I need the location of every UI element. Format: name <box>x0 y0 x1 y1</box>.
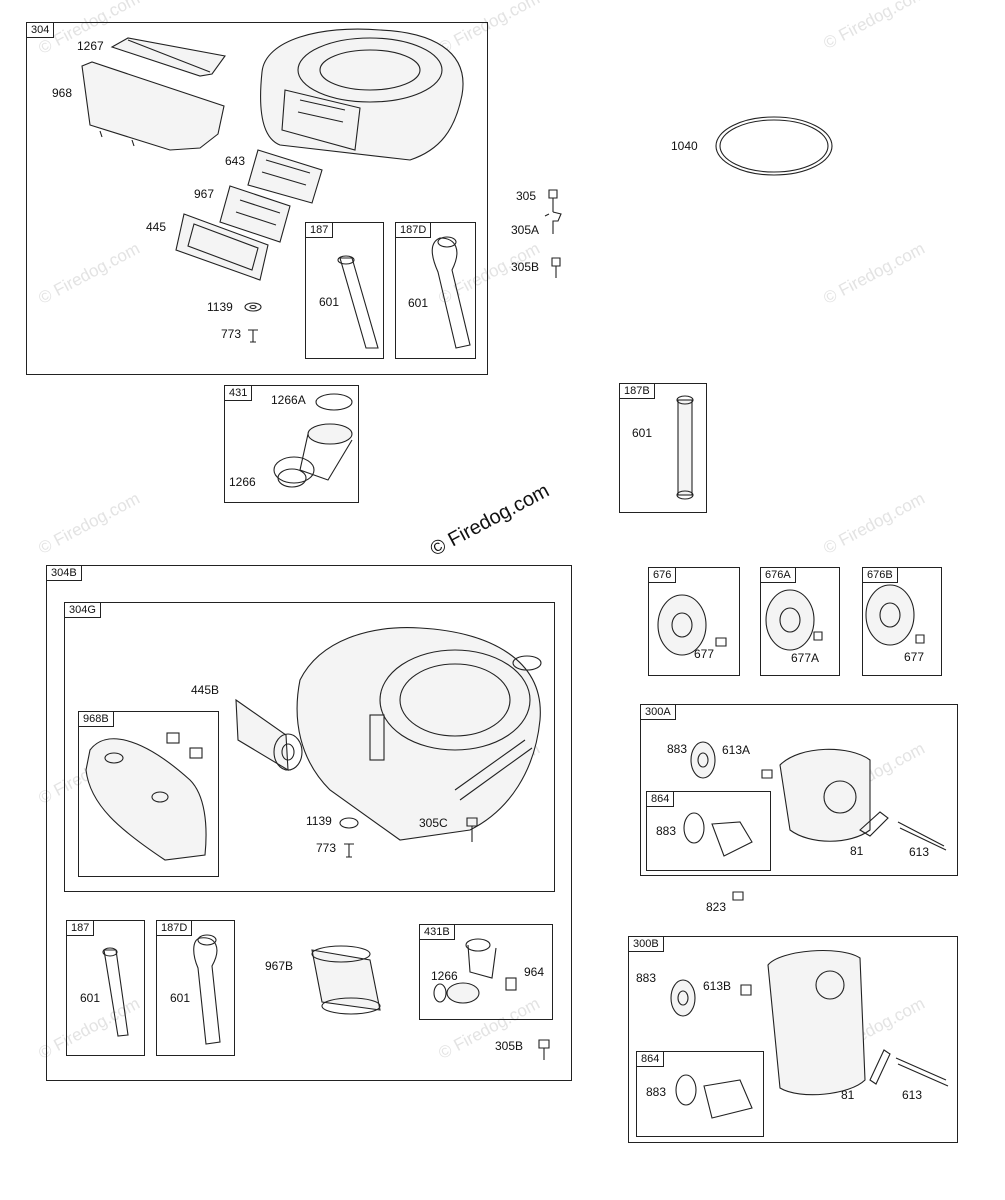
group-tag: 187D <box>395 222 432 238</box>
group-304g: 304G <box>64 602 555 892</box>
part-label: 445 <box>146 220 167 234</box>
part-label: 305C <box>419 816 448 830</box>
group-300a: 300A <box>640 704 958 876</box>
ring-1040 <box>715 116 833 176</box>
group-tag: 187B <box>619 383 655 399</box>
part-label: 967 <box>194 187 215 201</box>
group-tag: 187 <box>305 222 334 238</box>
part-label: 305 <box>516 189 537 203</box>
part-445 <box>175 213 269 281</box>
part-643 <box>247 149 323 204</box>
part-967 <box>219 185 291 243</box>
group-304b: 304B <box>46 565 572 1081</box>
elbow-431b <box>433 938 517 1004</box>
part-label: 677 <box>904 650 925 664</box>
part-label: 613B <box>703 979 732 993</box>
part-label: 643 <box>225 154 246 168</box>
part-label: 601 <box>632 426 653 440</box>
group-tag: 676A <box>760 567 796 583</box>
group-tag: 304G <box>64 602 101 618</box>
part-label: 773 <box>316 841 337 855</box>
tube-187b <box>676 395 694 500</box>
part-label: 81 <box>841 1088 855 1102</box>
group-tag: 187D <box>156 920 193 936</box>
part-label: 1266 <box>229 475 256 489</box>
part-label: 883 <box>646 1085 667 1099</box>
part-label: 305A <box>511 223 540 237</box>
part-label: 601 <box>319 295 340 309</box>
cover-968b <box>85 732 207 861</box>
part-label: 305B <box>495 1039 524 1053</box>
part-label: 967B <box>265 959 294 973</box>
group-tag: 431B <box>419 924 455 940</box>
group-tag: 304B <box>46 565 82 581</box>
group-tag: 304 <box>26 22 55 38</box>
filter-445b <box>235 698 303 772</box>
part-label: 883 <box>667 742 688 756</box>
tube-187 <box>337 255 379 349</box>
part-label: 305B <box>511 260 540 274</box>
group-187b: 187B <box>619 383 707 513</box>
part-label: 883 <box>656 824 677 838</box>
part-label: 1266A <box>271 393 306 407</box>
part-label: 823 <box>706 900 727 914</box>
muffler-300a <box>683 741 947 901</box>
part-label: 773 <box>221 327 242 341</box>
elbow-431 <box>273 393 353 488</box>
screen-cover-1267 <box>110 37 226 77</box>
group-tag: 431 <box>224 385 253 401</box>
tube-187d <box>431 236 471 349</box>
filter-967b <box>311 945 381 1015</box>
part-label: 613A <box>722 743 751 757</box>
group-tag: 968B <box>78 711 114 727</box>
part-label: 968 <box>52 86 73 100</box>
part-label: 677 <box>694 647 715 661</box>
heat-shield-676b <box>865 584 925 646</box>
group-tag: 187 <box>66 920 95 936</box>
group-968b: 968B <box>78 711 219 877</box>
group-tag: 864 <box>636 1051 665 1067</box>
group-187d-lower: 187D <box>156 920 235 1056</box>
part-label: 445B <box>191 683 220 697</box>
group-187d: 187D <box>395 222 476 359</box>
blower-housing-304g <box>296 627 542 841</box>
part-label: 81 <box>850 844 864 858</box>
group-tag: 676B <box>862 567 898 583</box>
part-label: 613 <box>909 845 930 859</box>
part-label: 677A <box>791 651 820 665</box>
part-label: 601 <box>170 991 191 1005</box>
part-label: 601 <box>80 991 101 1005</box>
group-tag: 676 <box>648 567 677 583</box>
cover-968 <box>81 61 225 151</box>
group-676a: 676A <box>760 567 840 676</box>
group-187-lower: 187 <box>66 920 145 1056</box>
group-tag: 300A <box>640 704 676 720</box>
heat-shield-676a <box>765 589 823 651</box>
group-676b: 676B <box>862 567 942 676</box>
part-label: 601 <box>408 296 429 310</box>
part-label: 1040 <box>671 139 698 153</box>
group-864-upper: 864 <box>646 791 771 871</box>
part-label: 1267 <box>77 39 104 53</box>
part-label: 1139 <box>306 814 332 828</box>
group-431: 431 <box>224 385 359 503</box>
group-864-lower: 864 <box>636 1051 764 1137</box>
muffler-300b <box>670 950 949 1119</box>
group-676: 676 <box>648 567 740 676</box>
part-label: 1266 <box>431 969 458 983</box>
group-304: 304 <box>26 22 488 375</box>
group-tag: 300B <box>628 936 664 952</box>
group-431b: 431B <box>419 924 553 1020</box>
part-label: 1139 <box>207 300 233 314</box>
part-label: 964 <box>524 965 545 979</box>
group-300b: 300B <box>628 936 958 1143</box>
blower-housing <box>260 28 464 161</box>
part-label: 883 <box>636 971 657 985</box>
part-label: 613 <box>902 1088 923 1102</box>
group-tag: 864 <box>646 791 675 807</box>
heat-shield-676 <box>657 594 727 656</box>
group-187: 187 <box>305 222 384 359</box>
